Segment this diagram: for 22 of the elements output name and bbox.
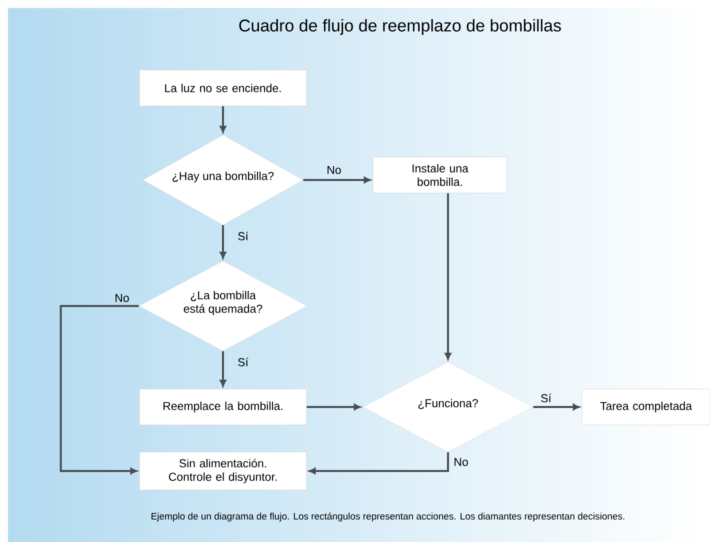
- caption: Ejemplo de un diagrama de flujo. Los rectángulos representan acciones. Los diamantes representan decisiones.: [152, 512, 624, 522]
- arrow: [220, 106, 226, 133]
- arrow: [60, 305, 139, 474]
- process-box: Sin alimentación. Controle el disyuntor.: [139, 452, 307, 490]
- arrow: [308, 452, 449, 474]
- edge-label: No: [116, 294, 129, 302]
- edge-label: Sí: [541, 394, 552, 402]
- edge-label: No: [454, 458, 468, 466]
- arrow: [303, 176, 371, 184]
- process-box: Instale una bombilla.: [372, 156, 508, 194]
- title: Cuadro de flujo de reemplazo de bombillas: [239, 19, 561, 35]
- arrow: [444, 193, 452, 360]
- process-box: Tarea completada: [582, 388, 710, 426]
- edge-label: Sí: [238, 232, 248, 240]
- process-box: La luz no se enciende.: [139, 70, 307, 106]
- edge-label: No: [328, 166, 341, 174]
- edge-label: Sí: [238, 358, 248, 366]
- arrow: [306, 404, 361, 410]
- arrow: [220, 225, 226, 259]
- arrow: [533, 404, 580, 410]
- process-box: Reemplace la bombilla.: [139, 388, 307, 426]
- arrow: [220, 351, 226, 387]
